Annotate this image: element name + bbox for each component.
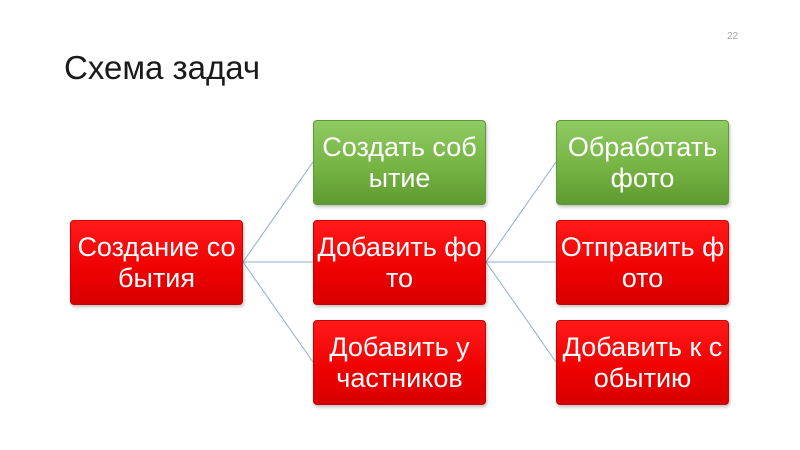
node-root-create-event[interactable]: Создание события	[70, 220, 243, 305]
slide-title: Схема задач	[64, 49, 261, 86]
node-add-to-event-label: Добавить к событию	[562, 331, 723, 393]
slide-number: 22	[727, 31, 739, 42]
connector-root-to-create-event	[242, 161, 314, 263]
node-add-to-event[interactable]: Добавить к событию	[556, 320, 729, 405]
connector-add-photo-to-add-to-event	[485, 261, 557, 363]
node-add-participants[interactable]: Добавить участников	[313, 320, 486, 405]
node-create-event-label: Создать событие	[322, 131, 477, 193]
node-add-participants-label: Добавить участников	[329, 331, 470, 393]
node-add-photo-label: Добавить фото	[317, 231, 482, 293]
node-root-label: Создание события	[77, 231, 236, 293]
connector-root-to-add-participants	[242, 261, 314, 363]
node-process-photo[interactable]: Обработать фото	[556, 120, 729, 205]
connector-add-photo-to-process-photo	[485, 161, 557, 263]
node-process-photo-label: Обработать фото	[567, 131, 718, 193]
node-send-photo-label: Отправить фото	[560, 231, 725, 293]
node-send-photo[interactable]: Отправить фото	[556, 220, 729, 305]
node-add-photo[interactable]: Добавить фото	[313, 220, 486, 305]
node-create-event[interactable]: Создать событие	[313, 120, 486, 205]
